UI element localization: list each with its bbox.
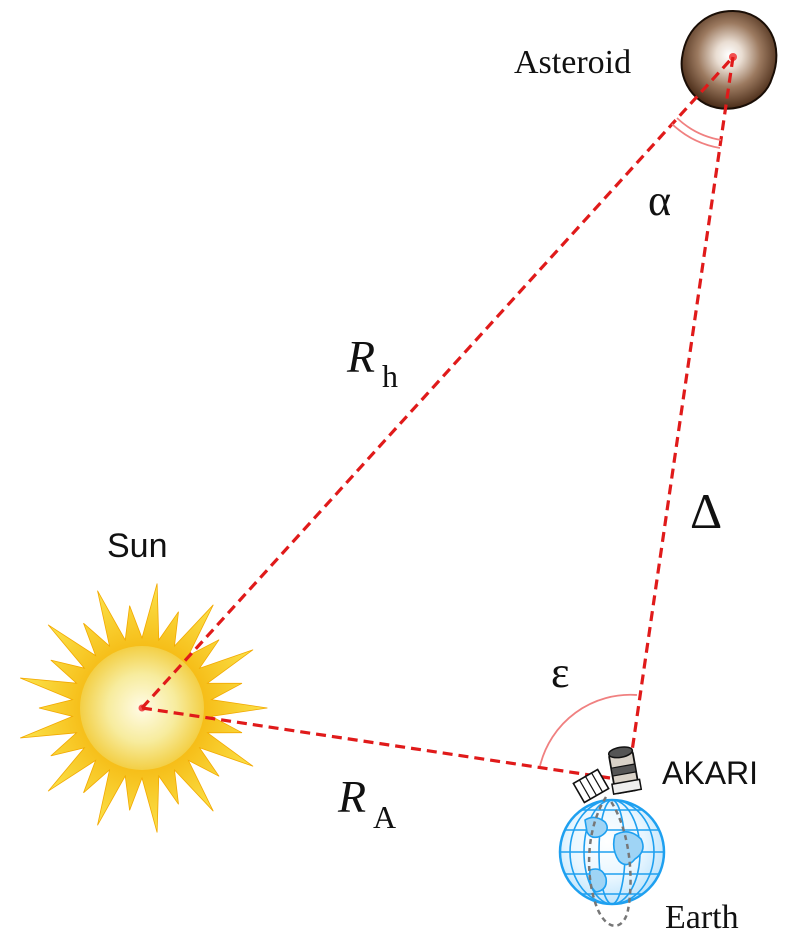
akari-label: AKARI: [662, 755, 758, 791]
akari-orbit: [587, 796, 632, 927]
asteroid-body: [680, 9, 778, 110]
akari-spacecraft: [572, 746, 643, 804]
line-sun-asteroid: [140, 55, 735, 710]
angle-arcs: [539, 117, 722, 767]
ra-label: R A: [337, 771, 396, 835]
alpha-arc-outer: [671, 123, 721, 149]
ra-label-main: R: [337, 771, 366, 822]
alpha-label: α: [648, 176, 671, 225]
solar-panel: [572, 768, 610, 804]
rh-label-main: R: [346, 331, 375, 382]
asteroid: [680, 9, 778, 110]
delta-label: Δ: [690, 483, 722, 539]
telescope-body: [607, 746, 643, 795]
asteroid-label: Asteroid: [514, 44, 631, 81]
rh-label-sub: h: [382, 358, 398, 394]
sun-label: Sun: [107, 527, 168, 565]
alpha-arc-inner: [676, 117, 722, 141]
epsilon-label: ε: [551, 648, 569, 697]
epsilon-arc: [539, 693, 638, 767]
line-asteroid-akari: [628, 56, 735, 766]
geometry-lines: [140, 55, 735, 780]
earth: [558, 796, 666, 927]
rh-label: R h: [346, 331, 398, 394]
earth-label: Earth: [665, 899, 739, 936]
ra-label-sub: A: [373, 799, 396, 835]
